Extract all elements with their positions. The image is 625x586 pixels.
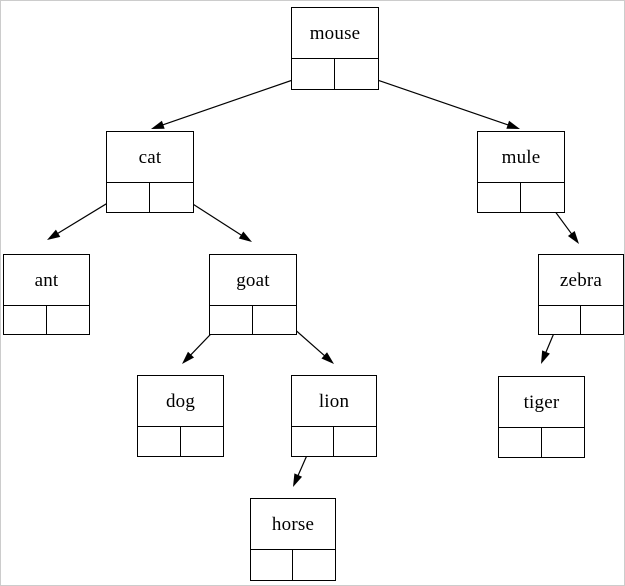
tree-node-mule[interactable]: mule <box>477 131 565 213</box>
node-label-ant: ant <box>4 255 89 306</box>
node-pointer-row-mouse <box>292 59 378 89</box>
tree-edge-mouse-right-to-mule <box>356 72 520 129</box>
node-right-pointer-cell-ant[interactable] <box>47 306 90 334</box>
node-label-mule: mule <box>478 132 564 183</box>
edge-arrowhead <box>541 350 550 364</box>
tree-node-mouse[interactable]: mouse <box>291 7 379 90</box>
node-left-pointer-cell-tiger[interactable] <box>499 428 542 457</box>
node-label-goat: goat <box>210 255 296 306</box>
edge-arrowhead <box>47 229 61 240</box>
tree-node-ant[interactable]: ant <box>3 254 90 335</box>
node-left-pointer-cell-mouse[interactable] <box>292 59 335 89</box>
tree-node-goat[interactable]: goat <box>209 254 297 335</box>
node-left-pointer-cell-ant[interactable] <box>4 306 47 334</box>
edge-arrowhead <box>293 473 303 487</box>
tree-node-horse[interactable]: horse <box>250 498 336 581</box>
node-left-pointer-cell-lion[interactable] <box>292 427 334 456</box>
node-pointer-row-cat <box>107 183 193 212</box>
node-pointer-row-tiger <box>499 428 584 457</box>
node-left-pointer-cell-cat[interactable] <box>107 183 150 212</box>
node-right-pointer-cell-dog[interactable] <box>181 427 224 456</box>
node-left-pointer-cell-goat[interactable] <box>210 306 253 334</box>
node-left-pointer-cell-zebra[interactable] <box>539 306 581 334</box>
node-right-pointer-cell-mule[interactable] <box>521 183 564 212</box>
edge-arrowhead <box>567 231 579 244</box>
node-pointer-row-ant <box>4 306 89 334</box>
tree-node-tiger[interactable]: tiger <box>498 376 585 458</box>
edge-arrowhead <box>151 120 165 129</box>
edge-arrowhead <box>238 231 252 242</box>
tree-node-zebra[interactable]: zebra <box>538 254 624 335</box>
edge-line <box>356 72 511 127</box>
node-pointer-row-mule <box>478 183 564 212</box>
node-right-pointer-cell-zebra[interactable] <box>581 306 623 334</box>
node-right-pointer-cell-tiger[interactable] <box>542 428 585 457</box>
node-right-pointer-cell-cat[interactable] <box>150 183 193 212</box>
node-pointer-row-lion <box>292 427 376 456</box>
tree-node-lion[interactable]: lion <box>291 375 377 457</box>
node-label-cat: cat <box>107 132 193 183</box>
node-right-pointer-cell-horse[interactable] <box>293 550 335 580</box>
node-right-pointer-cell-mouse[interactable] <box>335 59 378 89</box>
tree-node-cat[interactable]: cat <box>106 131 194 213</box>
node-right-pointer-cell-goat[interactable] <box>253 306 296 334</box>
node-label-lion: lion <box>292 376 376 427</box>
node-left-pointer-cell-mule[interactable] <box>478 183 521 212</box>
node-label-mouse: mouse <box>292 8 378 59</box>
node-left-pointer-cell-horse[interactable] <box>251 550 293 580</box>
node-label-horse: horse <box>251 499 335 550</box>
node-label-tiger: tiger <box>499 377 584 428</box>
node-pointer-row-dog <box>138 427 223 456</box>
node-label-zebra: zebra <box>539 255 623 306</box>
tree-node-dog[interactable]: dog <box>137 375 224 457</box>
node-pointer-row-goat <box>210 306 296 334</box>
edge-arrowhead <box>321 352 334 364</box>
tree-edge-mouse-left-to-cat <box>151 72 314 129</box>
node-right-pointer-cell-lion[interactable] <box>334 427 376 456</box>
edge-arrowhead <box>506 120 520 129</box>
node-label-dog: dog <box>138 376 223 427</box>
edge-arrowhead <box>182 351 195 364</box>
node-pointer-row-horse <box>251 550 335 580</box>
node-left-pointer-cell-dog[interactable] <box>138 427 181 456</box>
node-pointer-row-zebra <box>539 306 623 334</box>
